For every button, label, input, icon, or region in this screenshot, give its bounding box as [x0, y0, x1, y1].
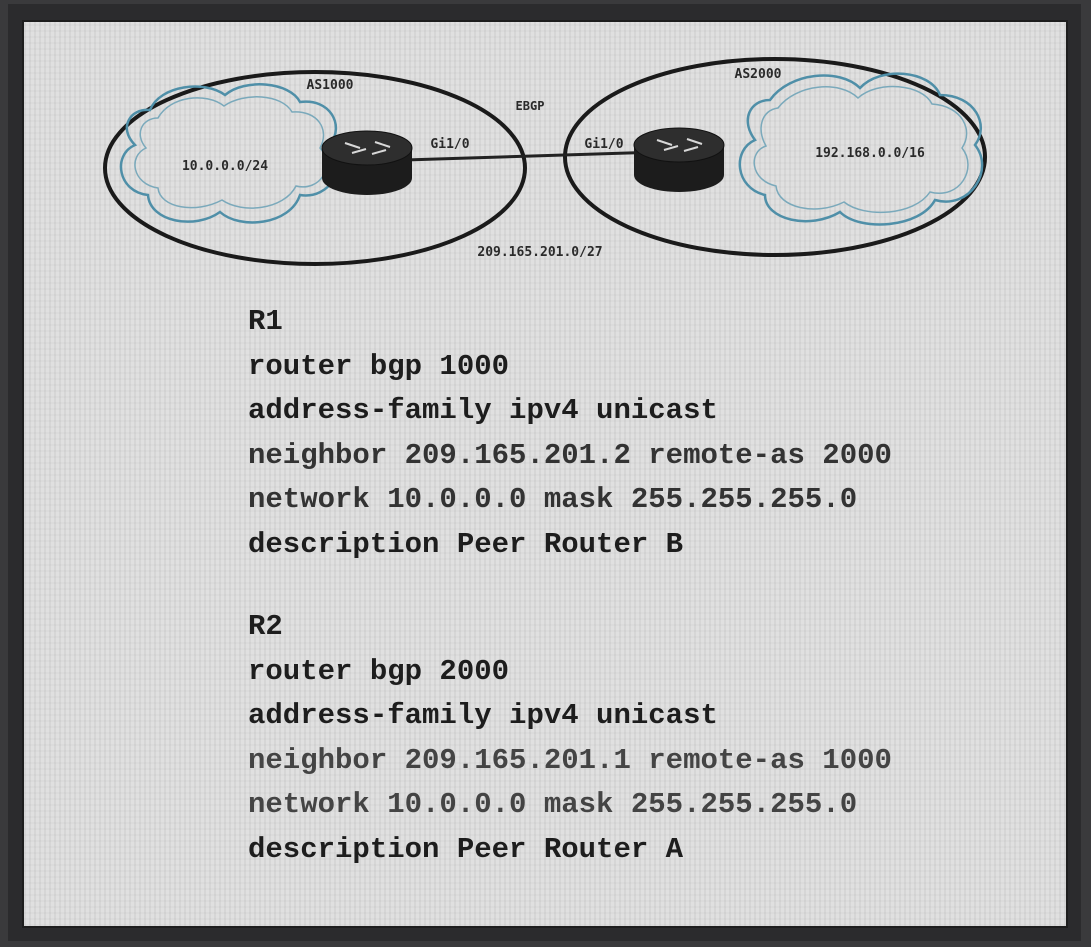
router-configs: R1 router bgp 1000 address-family ipv4 u…	[248, 300, 892, 872]
as2000-boundary	[563, 57, 987, 257]
as1000-boundary	[103, 70, 527, 266]
right-network-label: 192.168.0.0/16	[815, 146, 925, 161]
r2-config-line: network 10.0.0.0 mask 255.255.255.0	[248, 788, 858, 821]
r2-config-line: description Peer Router A	[248, 832, 684, 866]
r1-config-line: router bgp 1000	[248, 349, 510, 383]
as2000-label: AS2000	[735, 67, 782, 82]
r2-config-line: address-family ipv4 unicast	[248, 699, 718, 732]
r2-title: R2	[248, 610, 283, 643]
r1-config-line: address-family ipv4 unicast	[248, 394, 718, 427]
cloud-icon	[119, 83, 340, 224]
left-interface-label: Gi1/0	[430, 137, 469, 152]
r1-config-line: description Peer Router B	[248, 527, 684, 561]
right-interface-label: Gi1/0	[584, 137, 623, 152]
ebgp-label: EBGP	[516, 99, 545, 113]
left-network-label: 10.0.0.0/24	[182, 159, 268, 174]
network-topology-diagram: 10.0.0.0/24 192.168.0.0/16 AS1000 AS2000…	[103, 57, 987, 266]
link-subnet-label: 209.165.201.0/27	[477, 245, 602, 260]
cloud-icon	[738, 72, 984, 226]
router-icon	[633, 127, 725, 192]
r1-title: R1	[248, 305, 283, 338]
exhibit-panel	[22, 20, 1068, 928]
as1000-label: AS1000	[307, 78, 354, 93]
r1-config-line: network 10.0.0.0 mask 255.255.255.0	[248, 483, 858, 516]
r2-config-line: router bgp 2000	[248, 654, 510, 688]
r2-config-line: neighbor 209.165.201.1 remote-as 1000	[248, 743, 892, 777]
router-icon	[321, 130, 413, 195]
r1-config-line: neighbor 209.165.201.2 remote-as 2000	[248, 438, 892, 472]
ebgp-link	[404, 150, 661, 162]
